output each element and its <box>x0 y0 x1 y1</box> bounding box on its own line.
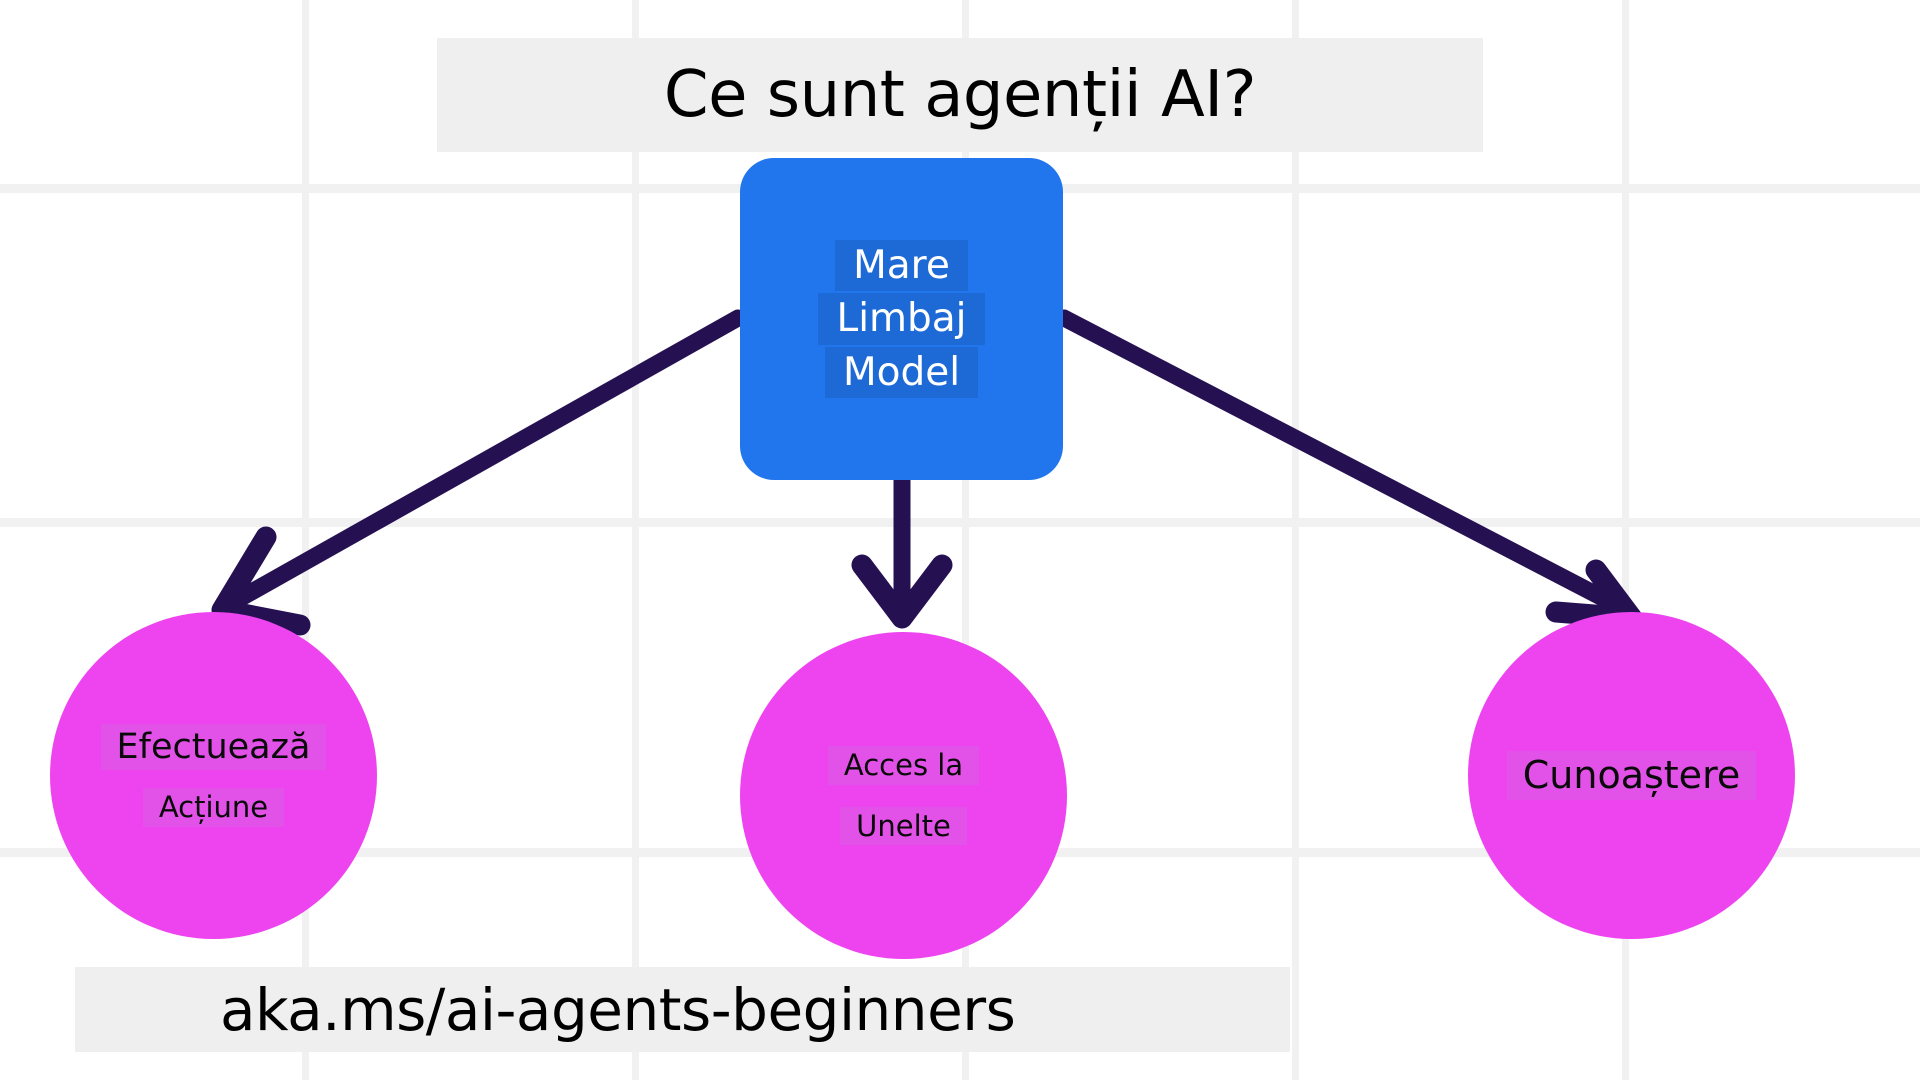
arrow-to-access-to-tools <box>851 469 953 629</box>
node-knowledge[interactable]: Cunoaștere <box>1468 612 1795 939</box>
llm-line-2: Limbaj <box>818 293 985 345</box>
slide-title: Ce sunt agenții AI? <box>437 38 1483 152</box>
llm-line-1: Mare <box>835 239 968 292</box>
performs-action-line-2: Acțiune <box>142 788 285 827</box>
node-access-to-tools[interactable]: Acces la Unelte <box>740 632 1067 959</box>
grid-line-vertical <box>632 0 639 1080</box>
node-large-language-model[interactable]: Mare Limbaj Model <box>740 158 1063 480</box>
arrow-to-knowledge <box>1055 309 1643 629</box>
grid-line-vertical <box>1622 0 1629 1080</box>
llm-line-3: Model <box>824 346 979 399</box>
grid-line-vertical <box>302 0 309 1080</box>
grid-line-horizontal <box>0 518 1920 527</box>
access-to-tools-line-2: Unelte <box>840 806 967 846</box>
node-performs-action[interactable]: Efectuează Acțiune <box>50 612 377 939</box>
access-to-tools-line-1: Acces la <box>827 745 980 785</box>
arrow-to-performs-action <box>211 309 747 636</box>
performs-action-line-1: Efectuează <box>100 724 327 771</box>
grid-line-vertical <box>962 0 969 1080</box>
knowledge-line-1: Cunoaștere <box>1506 750 1757 801</box>
grid-line-vertical <box>1292 0 1299 1080</box>
footer-url: aka.ms/ai-agents-beginners <box>75 967 1290 1052</box>
